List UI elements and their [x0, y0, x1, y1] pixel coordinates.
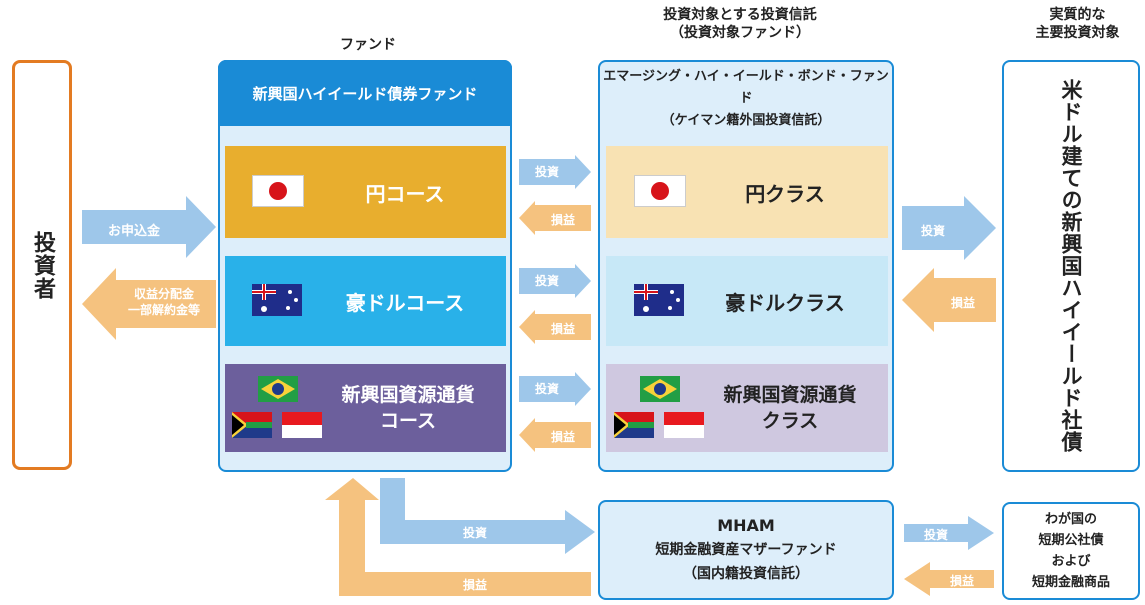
short-term-line3: および [1051, 554, 1091, 569]
mham-line2: 短期金融資産マザーファンド [655, 542, 837, 558]
investor-label: 投資者 [30, 230, 55, 300]
target-trust-header-line1: 投資対象とする投資信託 [663, 7, 817, 23]
invest-label-mham: 投資 [462, 526, 487, 540]
short-term-arrows [904, 516, 994, 596]
australia-flag-icon [634, 284, 684, 316]
target-trust-header-line2: （投資対象ファンド） [670, 25, 810, 41]
mham-line3: （国内籍投資信託） [683, 566, 809, 582]
distribution-arrow [82, 268, 216, 340]
invest-label-row1: 投資 [534, 165, 559, 179]
japan-flag-icon [252, 175, 304, 207]
course-arrows-row1 [519, 155, 591, 235]
target-fund-title-line1: エマージング・ハイ・イールド・ボンド・ファンド [603, 69, 889, 106]
target-trust-header: 投資対象とする投資信託 （投資対象ファンド） [610, 6, 870, 42]
distribution-label-line1: 収益分配金 [133, 287, 194, 301]
fund-title-bar: 新興国ハイイールド債券ファンド [218, 60, 512, 126]
south-africa-flag-icon [232, 412, 272, 438]
main-target-header-line2: 主要投資対象 [1035, 25, 1120, 41]
course-arrows-row3 [519, 372, 591, 452]
invest-label-short: 投資 [923, 528, 948, 542]
subscription-label: お申込金 [107, 224, 160, 239]
target-fund-title: エマージング・ハイ・イールド・ボンド・ファンド （ケイマン籍外国投資信託） [600, 66, 892, 132]
south-africa-flag-icon [614, 412, 654, 438]
indonesia-flag-icon [282, 412, 322, 438]
pnl-label-mham: 損益 [462, 578, 487, 592]
target-fund-title-line2: （ケイマン籍外国投資信託） [661, 113, 831, 128]
pnl-label-row3: 損益 [550, 430, 575, 444]
invest-label-row3: 投資 [534, 382, 559, 396]
brazil-flag-icon [258, 376, 298, 402]
main-target-header-line1: 実質的な [1049, 7, 1106, 23]
fund-title: 新興国ハイイールド債券ファンド [252, 84, 478, 103]
invest-label-main: 投資 [920, 224, 945, 238]
course-arrows-row2 [519, 264, 591, 344]
australia-flag-icon [252, 284, 302, 316]
short-term-line4: 短期金融商品 [1031, 575, 1110, 590]
invest-arrow-main [902, 196, 996, 260]
em-currency-class-label: 新興国資源通貨 クラス [700, 364, 880, 452]
mham-box: MHAM 短期金融資産マザーファンド （国内籍投資信託） [598, 500, 894, 600]
investor-box: 投資者 [12, 60, 72, 470]
aud-class-label: 豪ドルクラス [725, 290, 845, 315]
short-term-line1: わが国の [1044, 512, 1097, 527]
em-currency-class-label-line2: クラス [761, 410, 819, 432]
aud-course-label: 豪ドルコース [345, 290, 465, 315]
em-currency-course-label: 新興国資源通貨 コース [318, 364, 498, 452]
em-currency-course-label-line2: コース [379, 410, 437, 432]
main-target-box: 米ドル建ての新興国ハイイールド社債 [1002, 60, 1140, 472]
main-target-header: 実質的な 主要投資対象 [1010, 6, 1145, 42]
fund-header: ファンド [340, 37, 396, 53]
subscription-arrow [82, 196, 216, 258]
distribution-label: 収益分配金 一部解約金等 [112, 286, 216, 318]
short-term-box: わが国の 短期公社債 および 短期金融商品 [1002, 502, 1140, 600]
japan-flag-icon [634, 175, 686, 207]
distribution-label-line2: 一部解約金等 [127, 303, 200, 317]
yen-course-label: 円コース [365, 181, 445, 206]
mham-line1: MHAM [717, 516, 775, 535]
pnl-arrow-main [902, 268, 996, 332]
short-term-line2: 短期公社債 [1038, 533, 1104, 548]
pnl-label-row1: 損益 [550, 213, 575, 227]
brazil-flag-icon [640, 376, 680, 402]
pnl-label-row2: 損益 [550, 322, 575, 336]
main-target-label: 米ドル建ての新興国ハイイールド社債 [1059, 79, 1083, 453]
pnl-label-main: 損益 [950, 296, 975, 310]
indonesia-flag-icon [664, 412, 704, 438]
mham-flow-arrows [325, 478, 595, 596]
yen-class-label: 円クラス [745, 181, 825, 206]
em-currency-course-label-line1: 新興国資源通貨 [341, 384, 475, 406]
pnl-label-short: 損益 [949, 574, 974, 588]
em-currency-class-label-line1: 新興国資源通貨 [723, 384, 857, 406]
invest-label-row2: 投資 [534, 274, 559, 288]
